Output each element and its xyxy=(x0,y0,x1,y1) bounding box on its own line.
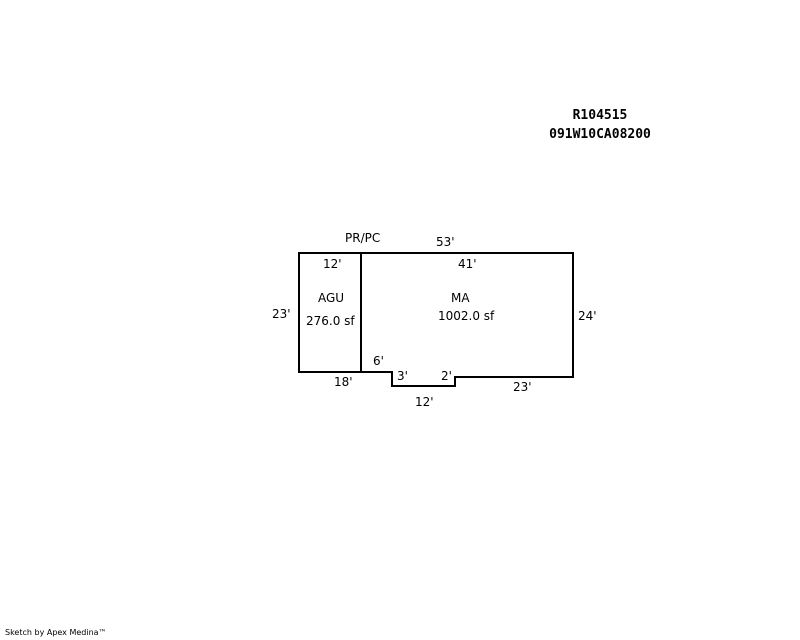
dim-notch-top-right: 2' xyxy=(441,369,452,383)
dim-ma-top: 41' xyxy=(458,257,477,271)
dim-top-total: 53' xyxy=(436,235,455,249)
dim-ma-bottom: 23' xyxy=(513,380,532,394)
top-label: PR/PC xyxy=(345,231,380,245)
dim-notch-left: 6' xyxy=(373,354,384,368)
dim-left: 23' xyxy=(272,307,291,321)
dim-notch-top-left: 3' xyxy=(397,369,408,383)
building-outline xyxy=(298,252,574,387)
agu-area: 276.0 sf xyxy=(306,314,355,328)
map-tax-lot: 091W10CA08200 xyxy=(549,127,651,142)
dim-right: 24' xyxy=(578,309,597,323)
account-number: R104515 xyxy=(572,108,628,123)
dim-agu-top: 12' xyxy=(323,257,342,271)
dim-agu-bottom: 18' xyxy=(334,375,353,389)
ma-code: MA xyxy=(451,291,470,305)
dim-notch-bottom: 12' xyxy=(415,395,434,409)
footer-credit: Sketch by Apex Medina™ xyxy=(5,628,107,637)
ma-area: 1002.0 sf xyxy=(438,309,495,323)
agu-code: AGU xyxy=(318,291,344,305)
